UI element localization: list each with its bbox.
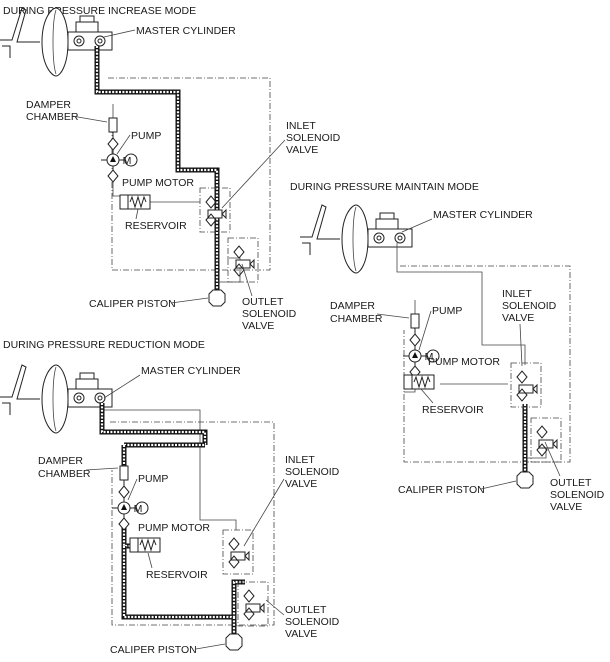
reservoir — [119, 194, 151, 210]
inlet-solenoid-valve — [510, 362, 542, 408]
label-pump: PUMP — [432, 305, 462, 317]
label-pump: PUMP — [138, 473, 168, 485]
motor-glyph: M — [123, 155, 132, 167]
hydraulic-unit-outline — [400, 265, 571, 463]
label-reservoir: RESERVOIR — [146, 569, 208, 581]
motor-glyph: M — [134, 503, 143, 515]
panel-pressure-reduction: DURING PRESSURE REDUCTION MODE MASTER CY… — [0, 339, 340, 656]
hydraulic-unit-outline — [110, 421, 275, 626]
label-outlet-1: OUTLET — [550, 477, 592, 489]
reservoir — [403, 374, 435, 390]
label-outlet-2: SOLENOID — [550, 489, 605, 501]
outlet-solenoid-valve — [237, 581, 269, 627]
label-damper-chamber-2: CHAMBER — [26, 111, 79, 123]
panel-pressure-maintain: DURING PRESSURE MAINTAIN MODE MASTER CYL… — [290, 181, 605, 513]
label-caliper-piston: CALIPER PISTON — [110, 644, 197, 656]
label-reservoir: RESERVOIR — [422, 404, 484, 416]
label-damper-chamber-2: CHAMBER — [330, 313, 383, 325]
label-outlet-2: SOLENOID — [285, 616, 340, 628]
label-pump-motor: PUMP MOTOR — [428, 356, 500, 368]
hydraulic-unit-outline — [108, 77, 271, 271]
inlet-solenoid-valve — [222, 529, 254, 575]
outlet-solenoid-valve — [227, 237, 259, 283]
pump — [100, 117, 138, 183]
label-pump: PUMP — [131, 130, 161, 142]
master-cylinder — [299, 204, 413, 274]
label-inlet-2: SOLENOID — [286, 132, 341, 144]
panel-title: DURING PRESSURE MAINTAIN MODE — [290, 181, 479, 193]
master-cylinder — [0, 364, 113, 434]
label-outlet-1: OUTLET — [242, 296, 284, 308]
label-outlet-1: OUTLET — [285, 604, 327, 616]
label-outlet-3: VALVE — [550, 501, 582, 513]
label-inlet-2: SOLENOID — [502, 300, 557, 312]
label-pump-motor: PUMP MOTOR — [122, 177, 194, 189]
motor-glyph: M — [425, 351, 434, 363]
label-damper-chamber-1: DAMPER — [38, 455, 83, 467]
caliper-piston — [516, 471, 534, 489]
pump — [402, 313, 440, 379]
label-inlet-3: VALVE — [285, 478, 317, 490]
label-master-cylinder: MASTER CYLINDER — [433, 209, 533, 221]
panel-pressure-increase: DURING PRESSURE INCREASE MODE MASTER CYL… — [0, 5, 341, 332]
caliper-piston — [225, 633, 243, 651]
release-path-upper — [99, 403, 208, 445]
label-inlet-2: SOLENOID — [285, 466, 340, 478]
panel-title: DURING PRESSURE INCREASE MODE — [3, 5, 196, 17]
panel-title: DURING PRESSURE REDUCTION MODE — [3, 339, 205, 351]
label-inlet-3: VALVE — [286, 144, 318, 156]
label-caliper-piston: CALIPER PISTON — [89, 298, 176, 310]
label-pump-motor: PUMP MOTOR — [138, 522, 210, 534]
label-damper-chamber-1: DAMPER — [26, 99, 71, 111]
label-inlet-1: INLET — [286, 120, 316, 132]
label-reservoir: RESERVOIR — [125, 220, 187, 232]
label-outlet-3: VALVE — [285, 628, 317, 640]
label-damper-chamber-2: CHAMBER — [38, 468, 91, 480]
label-outlet-2: SOLENOID — [242, 308, 297, 320]
label-caliper-piston: CALIPER PISTON — [398, 484, 485, 496]
reservoir — [129, 537, 161, 553]
label-damper-chamber-1: DAMPER — [330, 300, 375, 312]
label-inlet-1: INLET — [285, 454, 315, 466]
label-inlet-1: INLET — [502, 288, 532, 300]
label-inlet-3: VALVE — [502, 312, 534, 324]
label-master-cylinder: MASTER CYLINDER — [141, 365, 241, 377]
caliper-piston — [208, 289, 226, 307]
label-master-cylinder: MASTER CYLINDER — [136, 25, 236, 37]
release-path-lower — [121, 546, 245, 620]
label-outlet-3: VALVE — [242, 320, 274, 332]
